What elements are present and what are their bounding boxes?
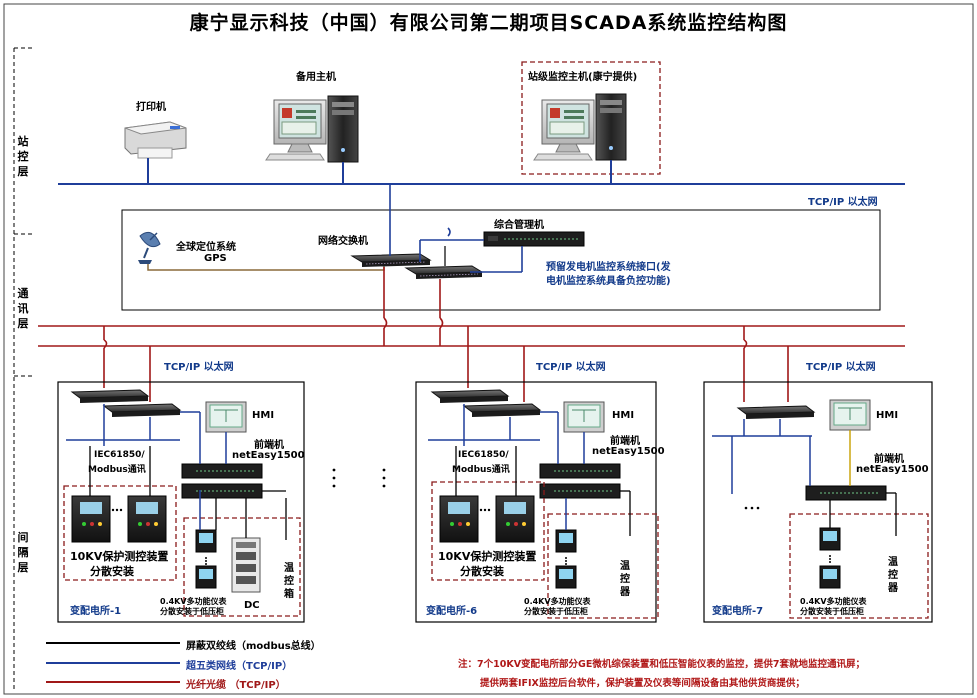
sub1-dc-label: DC [244, 600, 260, 611]
sub6-protection-relay-icons [439, 495, 535, 543]
reserve-interface-line1: 预留发电机监控系统接口(发 [546, 262, 671, 273]
sub1-ethernet-links [66, 404, 227, 530]
sub7-temp-label: 温控器 [888, 557, 898, 594]
sub6-iec-line1: IEC61850/ [458, 450, 509, 460]
sub6-frontend-line2: netEasy1500 [592, 446, 665, 457]
sub6-hmi-label: HMI [612, 410, 635, 421]
note-line2: 提供两套IFIX监控后台软件，保护装置及仪表等间隔设备由其他供货商提供； [480, 678, 805, 689]
sub6-iec-line2: Modbus通讯 [452, 465, 510, 475]
substation-1-box [57, 381, 305, 623]
sub1-protection-relay-icons [71, 495, 167, 543]
sub6-protection-line1: 10KV保护测控装置 [438, 550, 537, 563]
sub1-protection-line1: 10KV保护测控装置 [70, 550, 169, 563]
sub7-meter-icons [819, 527, 841, 589]
sub7-frontend-line2: netEasy1500 [856, 464, 929, 475]
sub6-frontend-line1: 前端机 [610, 436, 640, 447]
sub1-meter-dashed-box [183, 517, 301, 617]
sub1-frontend-line1: 前端机 [254, 440, 284, 451]
gps-label-line2: GPS [204, 253, 227, 264]
legend-twisted-label: 屏蔽双绞线（modbus总线） [186, 641, 321, 652]
sub1-dc-cabinet-icon [231, 537, 261, 593]
layer-label-bay: 间隔层 [17, 531, 29, 574]
sub1-network-label: TCP/IP 以太网 [164, 362, 234, 373]
sub6-meter-line1: 0.4KV多功能仪表 [524, 597, 591, 606]
sub7-dots [744, 506, 760, 510]
backup-host-icon [265, 95, 359, 184]
sub6-meter-dashed-box [547, 513, 659, 619]
main-host-dashed-box [521, 61, 661, 175]
sub6-protection-line2: 分散安装 [460, 565, 504, 578]
substation-6-box [415, 381, 657, 623]
sub1-frontend-line2: netEasy1500 [232, 450, 305, 461]
sub1-meter-line2: 分散安装于低压柜 [160, 607, 224, 616]
sub7-devices [736, 399, 887, 501]
main-host-icon [533, 93, 627, 184]
legend-fiber-label: 光纤光缆 （TCP/IP） [186, 680, 286, 691]
page-border [3, 3, 974, 695]
diagram-title: 康宁显示科技（中国）有限公司第二期项目SCADA系统监控结构图 [189, 12, 788, 34]
network-switch-icon-a [350, 253, 432, 267]
note-line1: 注：7个10KV变配电所部分GE微机综保装置和低压智能仪表的监控，提供7套就地监… [458, 659, 865, 670]
sub6-meter-icons [555, 529, 577, 589]
printer-label: 打印机 [136, 102, 166, 113]
sub6-network-label: TCP/IP 以太网 [536, 362, 606, 373]
printer-icon [124, 121, 187, 184]
sub7-frontend-line1: 前端机 [874, 454, 904, 465]
sub6-twisted-links [455, 446, 631, 536]
sub6-name-label: 变配电所-6 [426, 606, 478, 617]
sub1-meter-icons [195, 529, 217, 589]
sub1-hmi-label: HMI [252, 410, 275, 421]
ellipsis-dots [332, 468, 386, 488]
sub6-devices [430, 389, 621, 499]
backup-host-label: 备用主机 [296, 72, 336, 83]
sub1-iec-line1: IEC61850/ [94, 450, 145, 460]
sub1-devices [70, 389, 263, 499]
sub6-temp-label: 温控器 [620, 561, 630, 598]
management-machine-icon [483, 231, 585, 247]
main-host-label: 站级监控主机(康宁提供) [528, 72, 638, 83]
sub7-hmi-label: HMI [876, 410, 899, 421]
sub6-ethernet-links [428, 404, 585, 530]
sub1-twisted-links [89, 446, 287, 540]
station-network-label: TCP/IP 以太网 [808, 197, 878, 208]
sub7-meter-line2: 分散安装于低压柜 [800, 607, 864, 616]
sub7-meter-line1: 0.4KV多功能仪表 [800, 597, 867, 606]
sub7-name-label: 变配电所-7 [712, 606, 764, 617]
layer-bracket [13, 47, 32, 690]
sub6-meter-line2: 分散安装于低压柜 [524, 607, 588, 616]
sub7-meter-dashed-box [789, 513, 929, 619]
sub7-ethernet-links [712, 419, 812, 494]
sub1-temp-label: 温控箱 [284, 563, 294, 600]
sub1-meter-line1: 0.4KV多功能仪表 [160, 597, 227, 606]
comm-layer-box [121, 209, 881, 311]
gps-satellite-icon [138, 231, 161, 264]
legend-ethernet-label: 超五类网线（TCP/IP） [186, 661, 293, 672]
sub1-protection-dashed-box [63, 485, 177, 581]
network-switch-icon-b [404, 265, 484, 279]
management-machine-label: 综合管理机 [494, 220, 544, 231]
switch-label: 网络交换机 [318, 236, 368, 247]
sub1-iec-line2: Modbus通讯 [88, 465, 146, 475]
substation-7-box [703, 381, 933, 623]
layer-label-station: 站控层 [17, 135, 29, 178]
sub6-protection-dashed-box [431, 481, 545, 581]
layer-label-comm: 通讯层 [17, 287, 29, 330]
sub7-twisted-links [829, 492, 897, 536]
sub1-name-label: 变配电所-1 [70, 606, 122, 617]
sub7-network-label: TCP/IP 以太网 [806, 362, 876, 373]
gps-label-line1: 全球定位系统 [176, 242, 236, 253]
comm-ethernet-links [389, 184, 523, 273]
fiber-risers [383, 267, 444, 346]
sub1-protection-line2: 分散安装 [90, 565, 134, 578]
reserve-interface-line2: 电机监控系统具备负控功能) [546, 276, 671, 287]
fiber-drops [103, 326, 789, 402]
